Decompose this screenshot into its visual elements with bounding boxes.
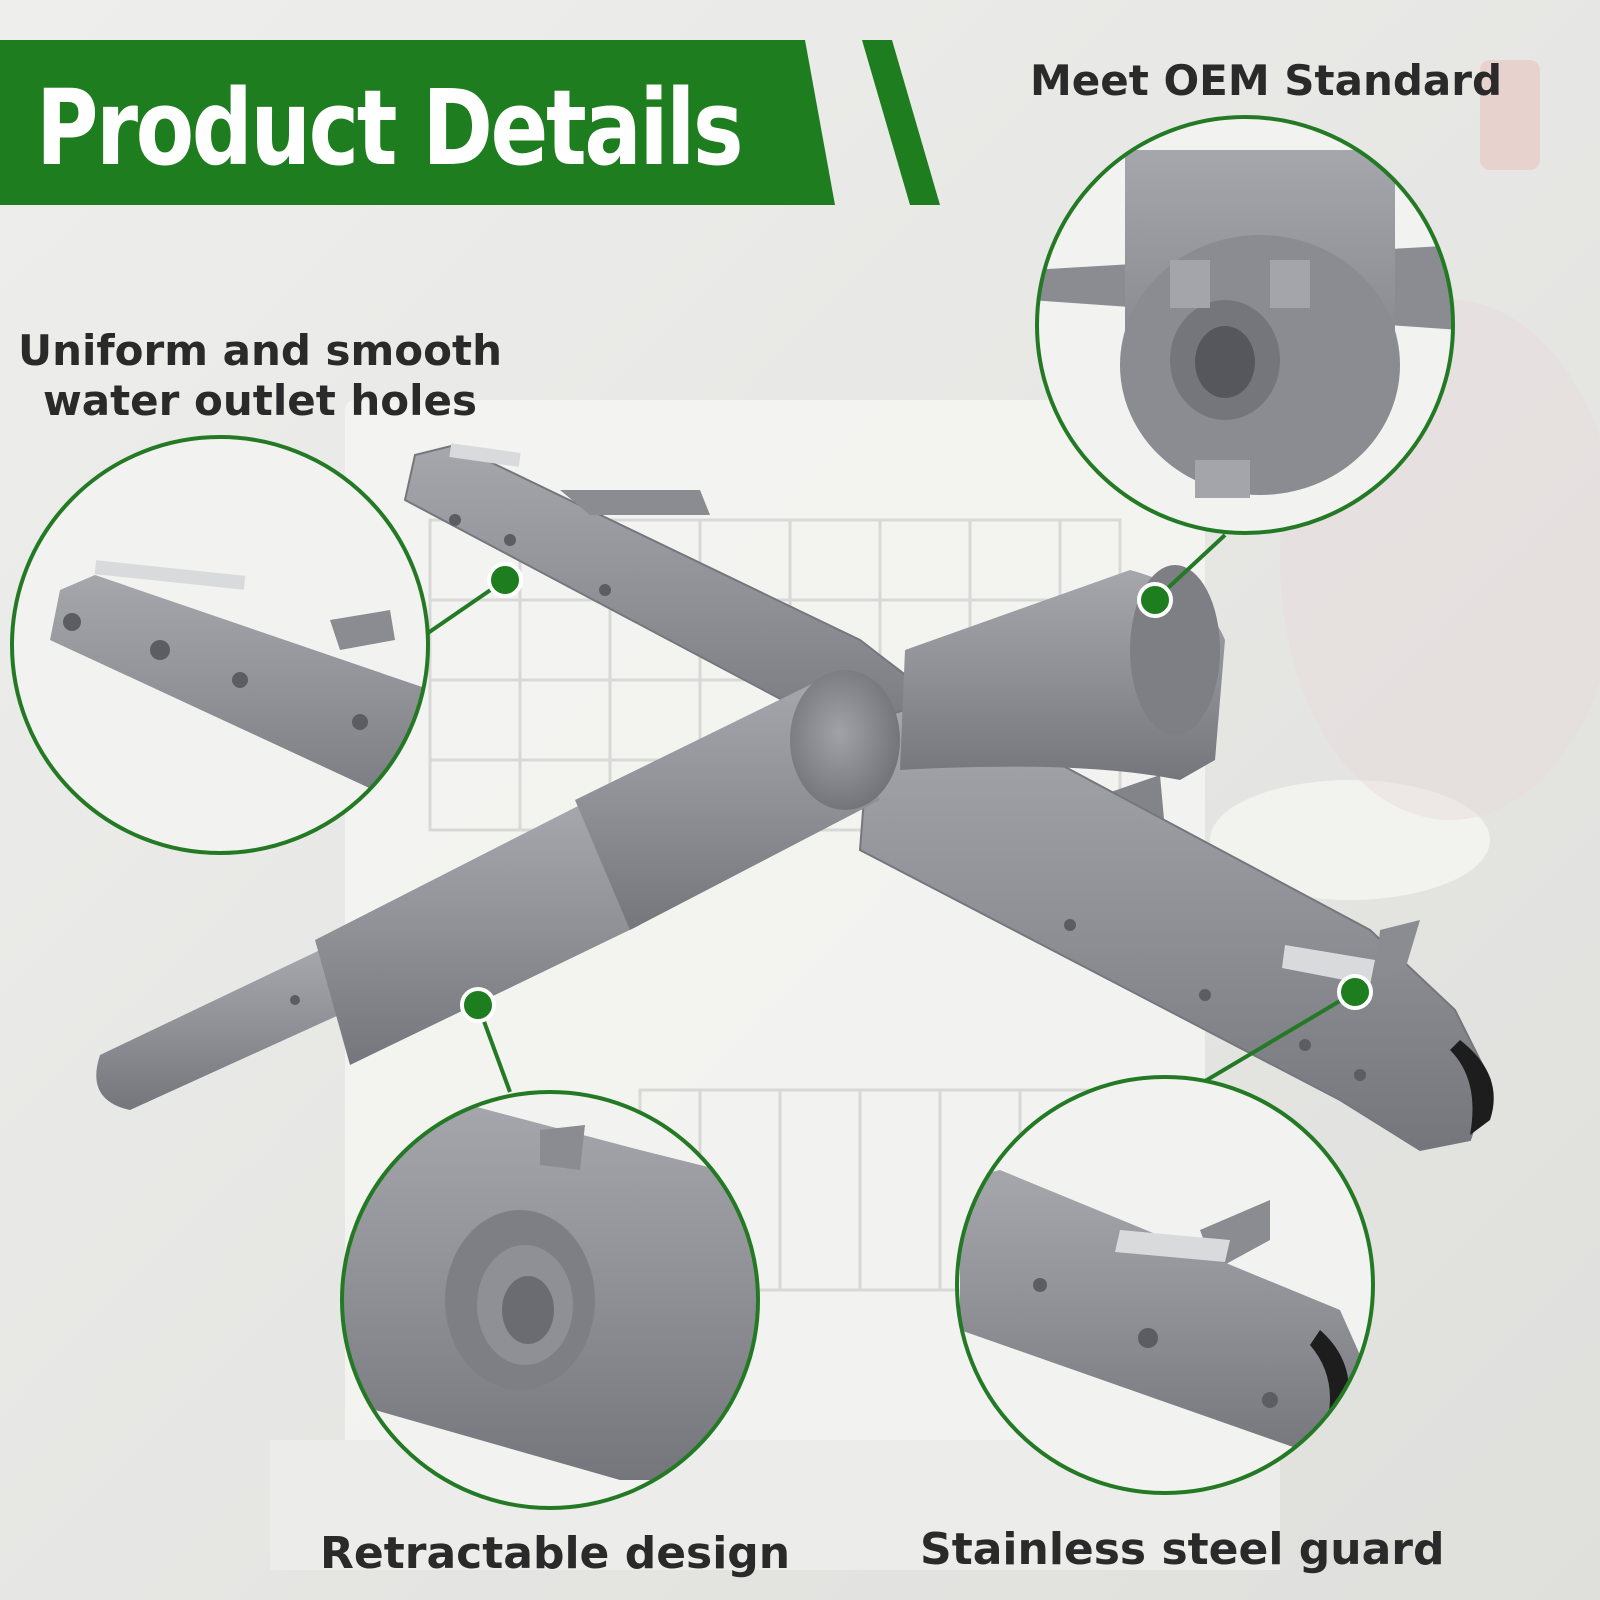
callout-outlet-holes-line1: Uniform and smooth — [17, 326, 502, 375]
detail-circle-oem — [1035, 115, 1455, 535]
callout-dot-guard — [1337, 974, 1373, 1010]
detail-circle-outlet-holes — [10, 435, 430, 855]
callout-steel-guard: Stainless steel guard — [920, 1524, 1445, 1575]
callout-outlet-holes-line2: water outlet holes — [42, 376, 478, 425]
callout-dot-holes — [487, 562, 523, 598]
callout-outlet-holes: Uniform and smooth water outlet holes — [10, 326, 510, 426]
banner-title: Product Details — [36, 67, 744, 189]
callout-dot-retractable — [460, 987, 496, 1023]
detail-circle-steel-guard — [955, 1075, 1375, 1495]
callout-dots — [460, 562, 1373, 1023]
callout-retractable-design: Retractable design — [320, 1528, 791, 1579]
callout-oem-standard: Meet OEM Standard — [1030, 56, 1503, 105]
spray-arm — [96, 443, 1494, 1152]
banner — [0, 40, 940, 205]
detail-circle-retractable — [340, 1090, 760, 1510]
callout-dot-oem — [1137, 582, 1173, 618]
